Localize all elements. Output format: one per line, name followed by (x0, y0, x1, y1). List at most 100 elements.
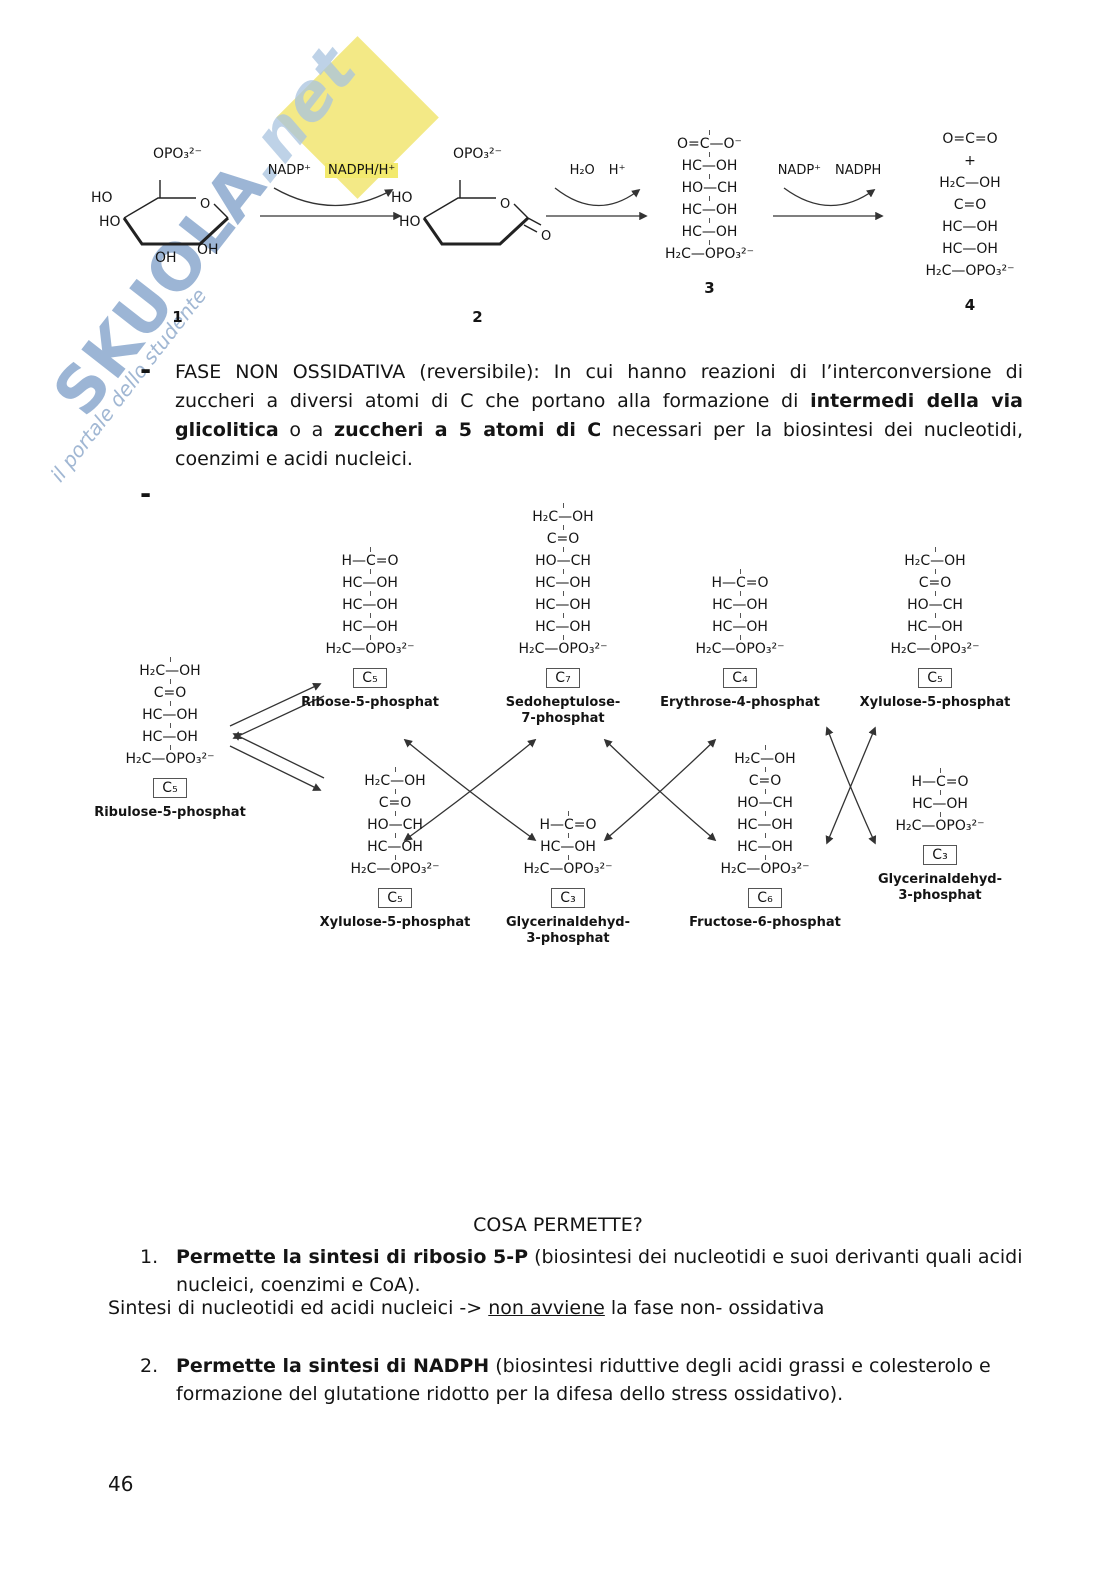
lactone-oxygen: O (541, 229, 551, 244)
chem-formula-line: HC—OH (720, 811, 809, 836)
phosphogluconolactone-structure: OPO₃²⁻ O O HO HO 2 (391, 146, 560, 326)
pyranose-ring-drawing: O (122, 180, 230, 246)
sintesi-note: Sintesi di nucleotidi ed acidi nucleici … (108, 1297, 824, 1319)
chem-formula-line: H₂C—OH (518, 503, 607, 528)
nadp-label: NADP⁺ (777, 163, 822, 178)
hydroxyl-label: OH (197, 242, 219, 258)
list-number-1: 1. (140, 1246, 159, 1268)
chem-formula-line: HC—OH (720, 833, 809, 858)
cofactor-labels: NADP⁺ NADPH/H⁺ (253, 163, 413, 178)
chem-formula-line: H₂C—OH (350, 767, 439, 792)
chem-formula-line: HO—CH (518, 547, 607, 572)
chem-formula-line: H₂C—OPO₃²⁻ (895, 812, 985, 837)
sintesi-underlined: non avviene (488, 1297, 605, 1319)
item1-bold: Permette la sintesi di ribosio 5-P (176, 1246, 529, 1268)
compound-name: Xylulose-5-phosphat (859, 695, 1011, 710)
hydroxyl-label: HO (99, 214, 121, 230)
carbon-count-box: C₇ (546, 668, 580, 688)
chem-formula-line: H₂C—OPO₃²⁻ (325, 635, 415, 660)
water-label: H₂O (569, 163, 595, 178)
compound-name: Ribulose-5-phosphat (94, 805, 246, 820)
compound-name: Fructose-6-phosphat (689, 915, 841, 930)
chem-formula-line: H₂C—OH (720, 745, 809, 770)
bullet-dash: - (140, 355, 152, 386)
chem-formula-line: H₂C—OH (890, 547, 979, 572)
carbon-count-box: C₅ (353, 668, 387, 688)
fase-seg-1: FASE NON OSSIDATIVA (reversibile): In cu… (175, 361, 1023, 412)
carbon-count-box: C₅ (153, 778, 187, 798)
bullet-dash: - (140, 479, 152, 510)
page-number: 46 (108, 1472, 134, 1496)
chem-formula-line: HC—OH (325, 613, 414, 638)
carbon-count-box: C₃ (923, 845, 957, 865)
reaction-arrow-1: NADP⁺ NADPH/H⁺ (253, 163, 413, 228)
phosphate-group-label: OPO₃²⁻ (152, 146, 203, 162)
chem-formula-line: HC—OH (695, 591, 784, 616)
nadph-label-highlighted: NADPH/H⁺ (325, 163, 399, 178)
chem-formula-line: HC—OH (125, 723, 214, 748)
reaction-arrow-icon (259, 187, 402, 221)
ring-oxygen: O (500, 197, 510, 212)
chem-formula-line: O=C—O⁻ (665, 130, 754, 155)
cofactor-labels: NADP⁺ NADPH (767, 163, 892, 178)
hydroxyl-label: HO (91, 190, 113, 206)
chem-formula-line: HC—OH (890, 613, 979, 638)
chem-formula-line: H₂C—OPO₃²⁻ (925, 263, 1015, 279)
structure-number: 2 (472, 308, 483, 326)
chem-formula-line: C=O (518, 525, 607, 550)
list-item-2: 2. Permette la sintesi di NADPH (biosint… (140, 1352, 1030, 1408)
compound-name: Erythrose-4-phosphat (660, 695, 820, 710)
chem-formula-line: H—C=O (895, 768, 984, 793)
structure-number: 1 (172, 308, 183, 326)
chem-formula-line: H₂C—OPO₃²⁻ (523, 855, 613, 880)
list-item-1: 1. Permette la sintesi di ribosio 5-P (b… (140, 1243, 1030, 1299)
chem-formula-line: HO—CH (350, 811, 439, 836)
compound-name: Sedoheptulose-7-phosphat (505, 695, 621, 726)
hydroxyl-label: HO (399, 214, 421, 230)
compound-name: Xylulose-5-phosphat (319, 915, 471, 930)
chem-formula-line: O=C=O (942, 131, 998, 147)
pyranose-ring-drawing: O O (422, 180, 551, 246)
chem-formula-line: H₂C—OPO₃²⁻ (720, 855, 810, 880)
chem-formula-line: H₂C—OPO₃²⁻ (890, 635, 980, 660)
cosa-permette-heading: COSA PERMETTE? (473, 1214, 643, 1236)
fase-non-ossidativa-paragraph: FASE NON OSSIDATIVA (reversibile): In cu… (175, 358, 1023, 474)
chem-formula-line: C=O (125, 679, 214, 704)
glucose-6-phosphate-structure: OPO₃²⁻ O HO HO OH OH 1 (91, 146, 260, 326)
sintesi-post: la fase non- ossidativa (604, 1297, 825, 1319)
chem-formula-line: H₂C—OPO₃²⁻ (695, 635, 785, 660)
chem-formula-line: H—C=O (695, 569, 784, 594)
fase-seg-2-bold: intermedi della via glicolitica (175, 390, 1023, 441)
ring-oxygen: O (200, 197, 210, 212)
chem-formula-line: H₂C—OPO₃²⁻ (665, 240, 754, 265)
nadph-label: NADPH (835, 163, 882, 178)
chem-formula-line: H—C=O (523, 811, 612, 836)
chem-formula-line: C=O (953, 197, 987, 213)
oxidative-phase-diagram: OPO₃²⁻ O HO HO OH OH 1 NADP⁺ NADPH/H⁺ (91, 128, 1055, 338)
chem-formula-line: HC—OH (665, 218, 754, 243)
carbon-count-box: C₆ (748, 888, 782, 908)
chem-formula-line: H₂C—OH (125, 657, 214, 682)
reaction-arrow-2: H₂O H⁺ (540, 163, 655, 228)
compound-name: Ribose-5-phosphat (301, 695, 439, 710)
chem-formula-line: H₂C—OPO₃²⁻ (350, 855, 440, 880)
chem-formula-line: HO—CH (890, 591, 979, 616)
cofactor-labels: H₂O H⁺ (540, 163, 655, 178)
interconversion-arrows (229, 683, 877, 845)
chem-formula-line: HC—OH (518, 569, 607, 594)
fase-seg-4-bold: zuccheri a 5 atomi di C (334, 419, 602, 441)
chem-formula-line: HO—CH (665, 174, 754, 199)
